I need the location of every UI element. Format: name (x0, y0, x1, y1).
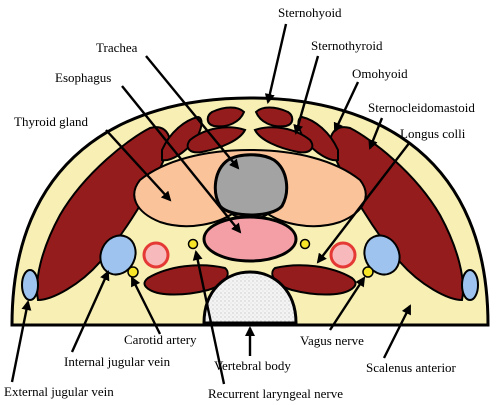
arrow-carotid-artery (130, 276, 162, 335)
label-internal-jugular-vein: Internal jugular vein (64, 354, 171, 369)
label-vertebral-body: Vertebral body (214, 358, 291, 373)
arrow-vagus-nerve (328, 276, 366, 331)
trachea (213, 153, 289, 217)
label-longus-colli: Longus colli (400, 126, 466, 141)
arrow-thyroid-gland (105, 129, 172, 202)
arrow-recurrent-laryngeal-nerve (192, 250, 226, 385)
arrow-longus-colli (316, 141, 411, 264)
arrow-esophagus (121, 85, 242, 234)
label-vagus-nerve: Vagus nerve (300, 333, 364, 348)
vagus-nerve-left (127, 266, 139, 278)
arrow-sternocleidomastoid (368, 117, 384, 150)
recurrent-laryngeal-nerve-right (299, 238, 311, 250)
esophagus (202, 215, 298, 263)
external-jugular-vein-right (461, 269, 479, 301)
arrow-sternothyroid (293, 55, 320, 135)
label-external-jugular-vein: External jugular vein (4, 384, 114, 399)
label-trachea: Trachea (96, 40, 138, 55)
label-sternohyoid: Sternohyoid (278, 5, 342, 20)
arrow-external-jugular-vein (10, 300, 32, 383)
arrow-internal-jugular-vein (70, 270, 110, 353)
sternohyoid-right (254, 106, 294, 128)
internal-jugular-vein-right (363, 234, 401, 276)
label-sternothyroid: Sternothyroid (311, 38, 383, 53)
sternohyoid-left (206, 106, 246, 128)
carotid-artery-right (329, 241, 357, 269)
arrow-scalenus-anterior (382, 304, 412, 359)
leader-arrows (10, 23, 412, 385)
label-carotid-artery: Carotid artery (124, 332, 197, 347)
label-sternocleidomastoid: Sternocleidomastoid (368, 100, 475, 115)
label-thyroid-gland: Thyroid gland (14, 114, 89, 129)
longus-colli-left (143, 264, 229, 296)
arrow-omohyoid (333, 81, 360, 133)
vertebral-body (202, 270, 298, 325)
label-esophagus: Esophagus (55, 70, 111, 85)
longus-colli-right (271, 264, 357, 296)
arrow-trachea (145, 55, 240, 170)
vagus-nerve-right (362, 266, 374, 278)
arrow-sternohyoid (264, 23, 288, 104)
label-omohyoid: Omohyoid (352, 66, 408, 81)
label-recurrent-laryngeal-nerve: Recurrent laryngeal nerve (208, 386, 343, 401)
external-jugular-vein-left (21, 269, 39, 301)
recurrent-laryngeal-nerve-left (187, 238, 199, 250)
internal-jugular-vein-left (99, 234, 137, 276)
carotid-artery-left (142, 241, 170, 269)
label-scalenus-anterior: Scalenus anterior (366, 360, 457, 375)
